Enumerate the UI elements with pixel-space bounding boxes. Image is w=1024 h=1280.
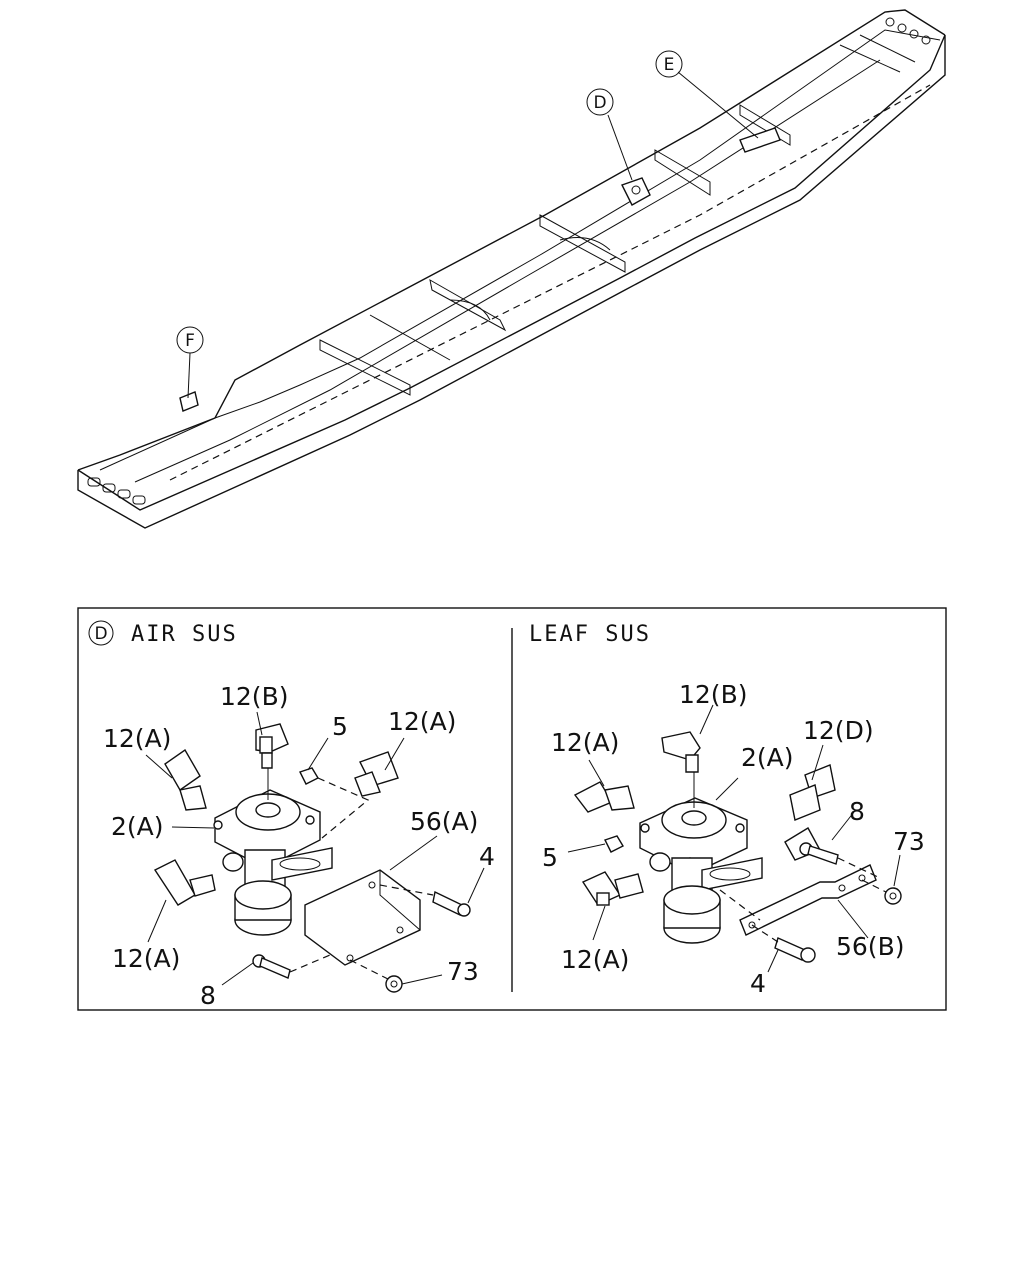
bracket-56b [739, 864, 877, 936]
fitting-12a-bottom-air [153, 859, 216, 906]
callout-f-letter: F [185, 331, 195, 351]
label-12a-topleft-air: 12(A) [103, 724, 171, 753]
panel-title-leaf-sus: LEAF SUS [529, 622, 651, 647]
label-4-air: 4 [479, 842, 495, 871]
panel-marker-circle [88, 620, 114, 646]
callout-d-letter: D [593, 93, 606, 113]
label-12a-bottom-leaf: 12(A) [561, 945, 629, 974]
label-8-air: 8 [200, 981, 216, 1010]
chassis-frame [77, 9, 946, 529]
label-12d-leaf: 12(D) [803, 716, 874, 745]
bolt-8-leaf [799, 842, 839, 865]
panel-leaf-sus: LEAF SUS [529, 622, 925, 998]
nut-73-air [385, 975, 403, 993]
fitting-12a-topleft-air [164, 748, 207, 811]
label-8-leaf: 8 [849, 797, 865, 826]
label-12a-topright-air: 12(A) [388, 707, 456, 736]
label-12b-leaf: 12(B) [679, 680, 747, 709]
label-2a-air: 2(A) [111, 812, 164, 841]
label-56b: 56(B) [836, 932, 904, 961]
fitting-12b-leaf [661, 731, 701, 773]
leveling-valve-air [213, 765, 333, 936]
bracket-56a [304, 869, 421, 966]
label-73-leaf: 73 [893, 827, 925, 856]
label-5-leaf: 5 [542, 843, 558, 872]
panel-title-air-sus: AIR SUS [131, 622, 238, 647]
panel-air-sus: D AIR SUS [88, 620, 495, 1010]
label-12a-top-leaf: 12(A) [551, 728, 619, 757]
nut-73-leaf [884, 887, 902, 905]
label-12a-bottom-air: 12(A) [112, 944, 180, 973]
callout-e: E [655, 50, 759, 139]
label-5-air: 5 [332, 712, 348, 741]
bolt-4-air [432, 890, 471, 917]
nut-5-leaf [604, 835, 624, 853]
callout-e-letter: E [664, 55, 675, 75]
fitting-12a-top-leaf [573, 781, 635, 813]
detail-box [77, 607, 947, 1011]
nut-5-air [299, 767, 319, 785]
bolt-4-leaf [774, 937, 816, 963]
fitting-12a-topright-air [354, 751, 399, 797]
fitting-12a-bottom-leaf [581, 871, 644, 906]
leveling-valve-leaf [639, 770, 763, 944]
label-56a: 56(A) [410, 807, 478, 836]
bolt-8-air [252, 954, 291, 979]
label-4-leaf: 4 [750, 969, 766, 998]
fitting-12b-air [255, 723, 289, 769]
label-12b-air: 12(B) [220, 682, 288, 711]
callout-d: D [586, 88, 633, 181]
label-73-air: 73 [447, 957, 479, 986]
callout-f: F [176, 326, 204, 399]
label-2a-leaf: 2(A) [741, 743, 794, 772]
panel-marker-letter: D [94, 624, 107, 644]
